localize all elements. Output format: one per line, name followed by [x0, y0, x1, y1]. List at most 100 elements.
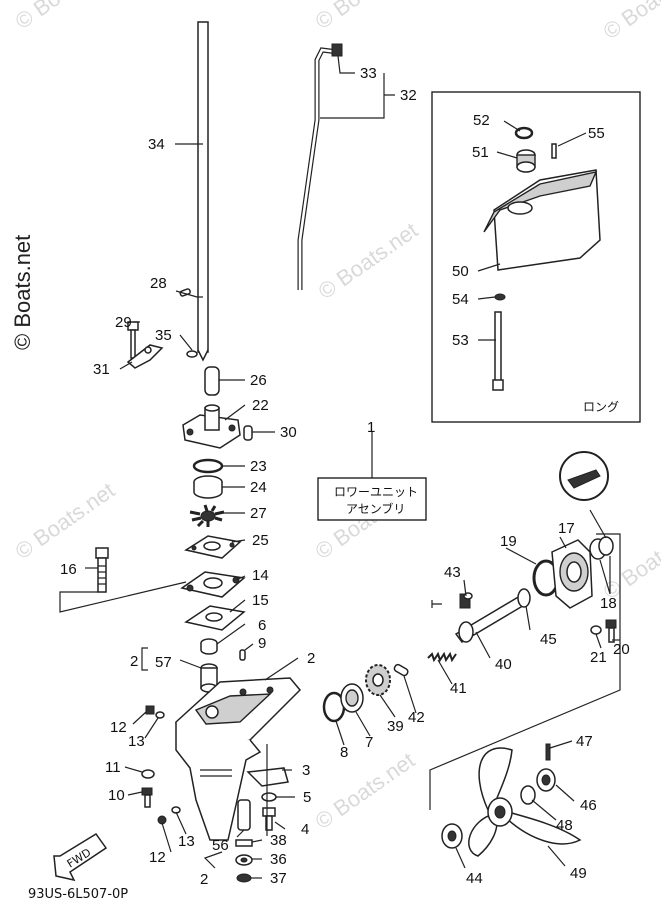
callout-12: 12	[110, 719, 127, 736]
callout-39: 39	[387, 718, 404, 735]
callout-23: 23	[250, 458, 267, 475]
propeller-shaft	[454, 592, 528, 643]
bottom-washers	[235, 839, 253, 883]
propeller	[468, 747, 582, 857]
callout-52: 52	[473, 112, 490, 129]
watermark: © Boats.net	[311, 747, 420, 834]
stud-bolt	[95, 547, 109, 593]
callout-numbers: 1 2 2 2 3 4 5 6 7 8 9 10 11 12 12 13 13 …	[60, 65, 630, 888]
dowel-pin	[239, 649, 246, 661]
long-shaft-inset-box	[431, 91, 641, 423]
callout-2: 2	[307, 650, 315, 667]
callout-55: 55	[588, 125, 605, 142]
callout-30: 30	[280, 424, 297, 441]
callout-35: 35	[155, 327, 172, 344]
watermark: © Boats.net	[599, 517, 661, 604]
pinion-gear	[365, 664, 391, 696]
housing-seals	[589, 536, 614, 560]
watermark: © Boats.net	[311, 0, 420, 34]
callout-36: 36	[270, 851, 287, 868]
callout-33: 33	[360, 65, 377, 82]
watermark: © Boats.net	[314, 217, 423, 304]
side-watermark: © Boats.net	[10, 235, 35, 350]
water-pump-housing	[182, 404, 253, 449]
callout-2: 2	[130, 653, 138, 670]
callout-9: 9	[258, 635, 266, 652]
callout-41: 41	[450, 680, 467, 697]
outer-plate	[184, 535, 242, 559]
kit-label-line1: ロワーユニット	[334, 485, 418, 499]
leader-lines	[59, 55, 621, 879]
plate	[184, 605, 246, 631]
callout-6: 6	[258, 617, 266, 634]
callout-49: 49	[570, 865, 587, 882]
thrust-washer	[517, 588, 531, 608]
callout-56: 56	[212, 837, 229, 854]
callout-43: 43	[444, 564, 461, 581]
callout-51: 51	[472, 144, 489, 161]
housing-bolt	[590, 619, 617, 643]
callout-4: 4	[301, 821, 309, 838]
impeller	[189, 504, 225, 528]
callout-53: 53	[452, 332, 469, 349]
callout-16: 16	[60, 561, 77, 578]
o-ring	[192, 458, 224, 474]
small-bolts-and-washers	[141, 705, 181, 825]
callout-12: 12	[149, 849, 166, 866]
drive-shaft	[197, 21, 209, 362]
callout-24: 24	[250, 479, 267, 496]
grease-symbol	[559, 451, 609, 501]
callout-32: 32	[400, 87, 417, 104]
callout-2: 2	[200, 871, 208, 888]
callout-17: 17	[558, 520, 575, 537]
part-drawings: FWD	[53, 21, 617, 883]
callout-27: 27	[250, 505, 267, 522]
callout-8: 8	[340, 744, 348, 761]
callout-34: 34	[148, 136, 165, 153]
callout-50: 50	[452, 263, 469, 280]
callout-11: 11	[105, 759, 121, 776]
propeller-hardware	[441, 743, 556, 849]
inset-caption: ロング	[583, 400, 619, 414]
callout-14: 14	[252, 567, 269, 584]
callout-46: 46	[580, 797, 597, 814]
callout-7: 7	[365, 734, 373, 751]
insert-cartridge	[193, 475, 223, 499]
callout-25: 25	[252, 532, 269, 549]
oil-seal	[200, 638, 218, 655]
callout-44: 44	[466, 870, 483, 887]
callout-26: 26	[250, 372, 267, 389]
callout-45: 45	[540, 631, 557, 648]
callout-18: 18	[600, 595, 617, 612]
watermarks: © Boats.net © Boats.net © Boats.net © Bo…	[10, 0, 661, 834]
callout-10: 10	[108, 787, 125, 804]
watermark: © Boats.net	[599, 0, 661, 44]
callout-57: 57	[155, 654, 172, 671]
callout-21: 21	[590, 649, 607, 666]
callout-20: 20	[613, 641, 630, 658]
callout-47: 47	[576, 733, 593, 750]
callout-5: 5	[303, 789, 311, 806]
screw-and-washer	[261, 792, 277, 831]
collar	[204, 366, 220, 396]
callout-40: 40	[495, 656, 512, 673]
bearing-housing	[551, 539, 593, 609]
kit-label-line2: アセンブリ	[346, 501, 405, 516]
callout-29: 29	[115, 314, 132, 331]
bushing	[200, 663, 218, 693]
spacer	[237, 799, 251, 831]
callout-38: 38	[270, 832, 287, 849]
callout-48: 48	[556, 817, 573, 834]
callout-37: 37	[270, 870, 287, 887]
lower-casing	[175, 677, 302, 841]
callout-28: 28	[150, 275, 167, 292]
gasket	[180, 571, 246, 598]
callout-19: 19	[500, 533, 517, 550]
callout-15: 15	[252, 592, 269, 609]
long-shaft-inset-parts	[483, 126, 601, 391]
callout-31: 31	[93, 361, 110, 378]
callout-13: 13	[178, 833, 195, 850]
spring	[427, 651, 457, 663]
anode	[246, 767, 289, 787]
